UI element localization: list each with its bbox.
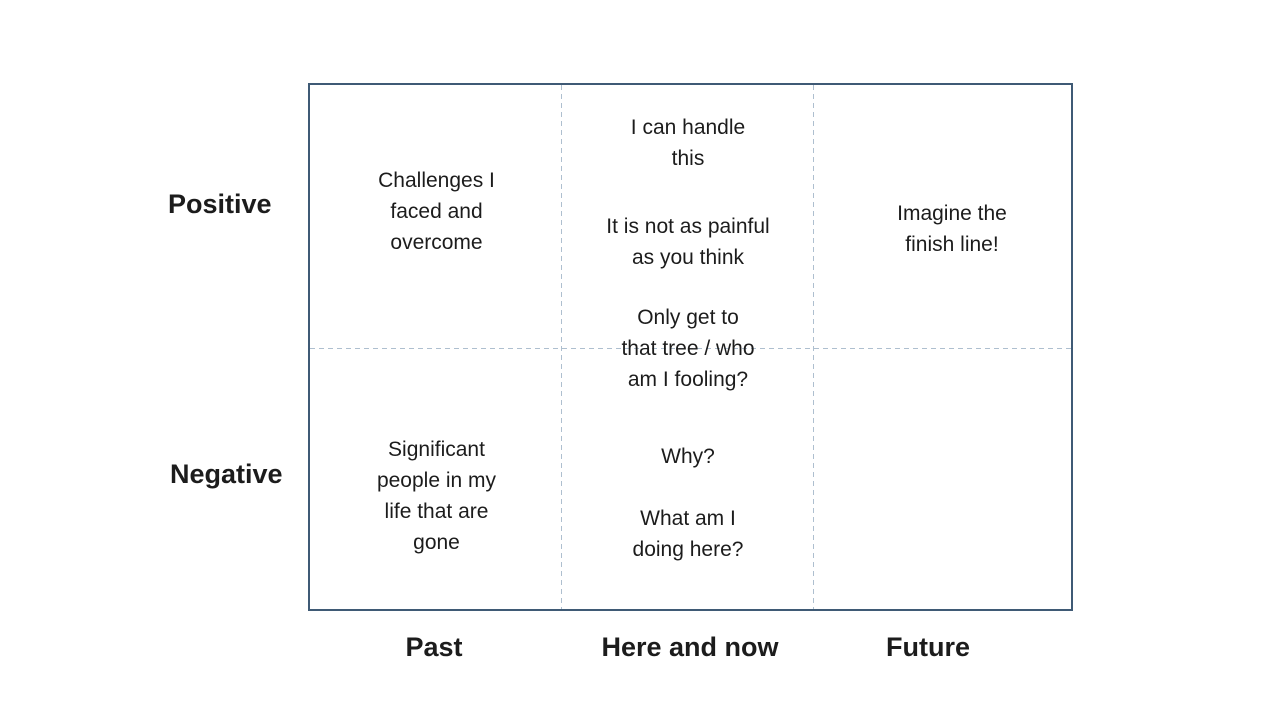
note-not-as-painful: It is not as painful as you think <box>606 215 770 269</box>
column-label-future: Future <box>886 632 970 662</box>
column-divider-herenow-future <box>813 85 814 609</box>
column-label-here-and-now: Here and now <box>601 632 779 662</box>
row-label-negative: Negative <box>170 459 283 489</box>
column-divider-past-herenow <box>561 85 562 609</box>
note-i-can-handle-this: I can handle this <box>630 116 746 170</box>
note-only-get-to-that-tree: Only get to that tree / who am I fooling… <box>621 306 755 391</box>
row-label-positive: Positive <box>168 189 272 219</box>
note-what-am-i-doing-here: What am I doing here? <box>632 507 744 561</box>
note-why: Why? <box>661 445 715 468</box>
row-divider-positive-negative <box>310 348 1071 349</box>
column-label-past: Past <box>405 632 463 662</box>
cell-future-positive: Imagine the finish line! <box>897 202 1007 256</box>
cell-past-positive: Challenges I faced and overcome <box>378 169 495 254</box>
matrix-grid: Challenges I faced and overcome Signific… <box>308 83 1073 611</box>
cell-future-negative <box>813 365 1073 605</box>
cell-past-negative: Significant people in my life that are g… <box>376 438 497 554</box>
